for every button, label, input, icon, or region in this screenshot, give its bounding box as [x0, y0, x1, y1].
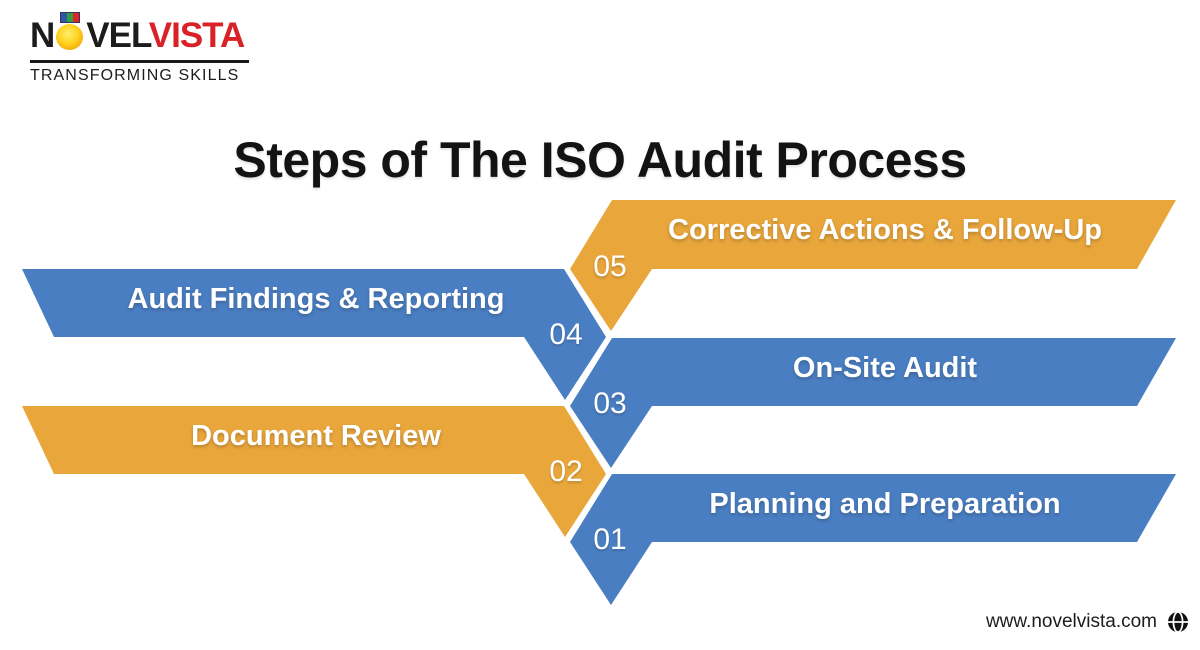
logo-word-mid: VEL [86, 16, 149, 55]
website-url: www.novelvista.com [985, 611, 1157, 632]
step-02-label: Document Review [191, 420, 441, 452]
medal-ball-icon [56, 24, 84, 50]
logo-divider [30, 60, 249, 63]
globe-icon [1168, 611, 1188, 633]
step-05-number: 05 [593, 250, 627, 283]
step-03-number: 03 [593, 387, 627, 420]
step-02-ribbon [22, 406, 606, 537]
page-title: Steps of The ISO Audit Process [233, 131, 967, 188]
logo-word-end: VISTA [148, 16, 245, 55]
step-03-ribbon [570, 338, 1176, 468]
logo-word-start: N [30, 16, 55, 55]
step-04-ribbon [22, 269, 606, 400]
step-01-number: 01 [593, 523, 627, 556]
step-02-number: 02 [549, 455, 583, 488]
step-01-ribbon [570, 474, 1176, 605]
step-05-ribbon [570, 200, 1176, 331]
medal-icon [55, 12, 85, 50]
logo-wordmark: N VELVISTA [30, 12, 249, 58]
step-01-label: Planning and Preparation [709, 488, 1061, 520]
step-04-label: Audit Findings & Reporting [127, 283, 505, 315]
logo-tagline: TRANSFORMING SKILLS [30, 67, 240, 84]
footer: www.novelvista.com [986, 610, 1190, 634]
step-03-label: On-Site Audit [792, 352, 978, 384]
medal-flag-icon [60, 12, 81, 23]
step-04-number: 04 [549, 318, 583, 351]
novelvista-logo: N VELVISTA TRANSFORMING SKILLS [30, 12, 249, 85]
step-05-label: Corrective Actions & Follow-Up [668, 214, 1102, 246]
